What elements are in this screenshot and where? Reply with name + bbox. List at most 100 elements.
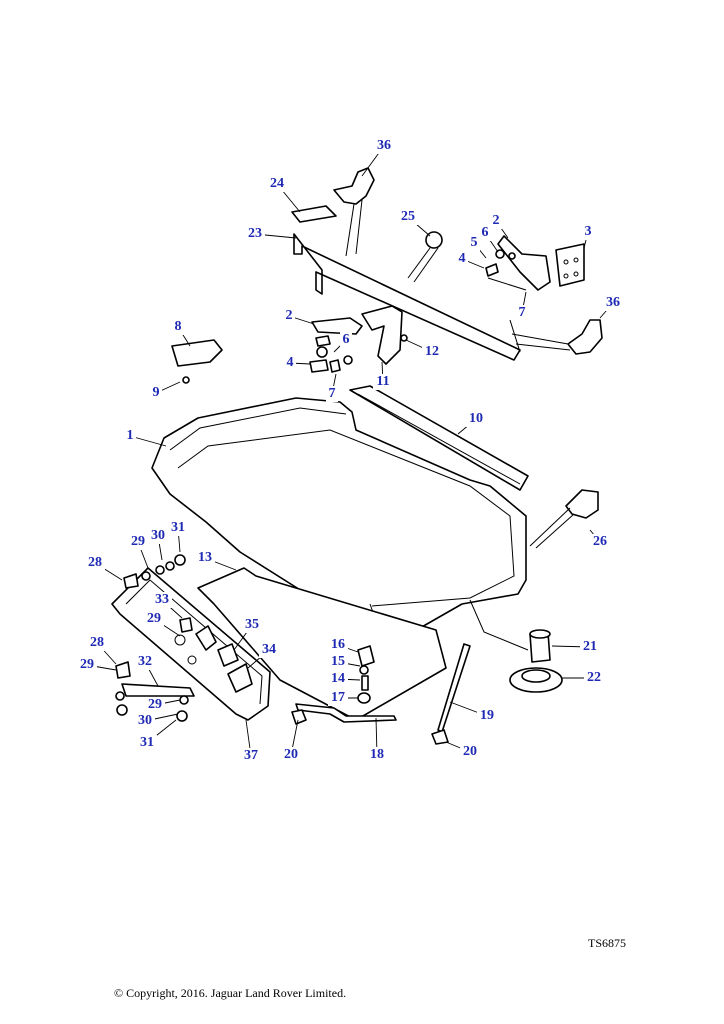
- label-background: [603, 295, 623, 311]
- part-number-label: 29: [80, 657, 94, 672]
- label-background: [150, 385, 162, 401]
- label-background: [259, 642, 279, 658]
- part-number-label: 35: [245, 617, 259, 632]
- part-number-label: 12: [425, 344, 439, 359]
- part-number-label: 5: [471, 235, 478, 250]
- label-background: [590, 534, 610, 550]
- part-number-label: 29: [147, 611, 161, 626]
- trim-panel: [197, 567, 447, 721]
- label-background: [479, 225, 491, 241]
- part-number-label: 30: [151, 528, 165, 543]
- part-number-label: 4: [459, 251, 466, 266]
- part-number-label: 13: [198, 550, 212, 565]
- part-number-label: 29: [148, 697, 162, 712]
- latch-assembly: [291, 645, 397, 725]
- label-background: [466, 411, 486, 427]
- part-number-label: 37: [244, 748, 258, 763]
- label-background: [582, 224, 594, 240]
- part-number-label: 15: [331, 654, 345, 669]
- label-background: [340, 332, 352, 348]
- label-background: [245, 226, 265, 242]
- label-background: [172, 319, 184, 335]
- copyright-text: © Copyright, 2016. Jaguar Land Rover Lim…: [114, 986, 347, 1000]
- label-background: [373, 374, 393, 390]
- hinge-bracket-top: [333, 167, 375, 205]
- reference-code: TS6875: [588, 936, 627, 950]
- label-background: [328, 654, 348, 670]
- part-number-label: 11: [376, 374, 389, 389]
- part-number-label: 24: [270, 176, 284, 191]
- hinge-plate-right: [555, 243, 585, 287]
- hinge-centre: [311, 317, 363, 335]
- part-number-label: 28: [90, 635, 104, 650]
- label-background: [77, 657, 97, 673]
- label-background: [326, 386, 338, 402]
- part-number-label: 2: [286, 308, 293, 323]
- hinge-right: [497, 235, 551, 291]
- part-number-label: 33: [155, 592, 169, 607]
- part-number-label: 20: [284, 747, 298, 762]
- label-background: [460, 744, 480, 760]
- part-number-label: 7: [519, 305, 526, 320]
- part-number-label: 1: [127, 428, 134, 443]
- part-number-label: 20: [463, 744, 477, 759]
- label-background: [281, 747, 301, 763]
- label-background: [152, 592, 172, 608]
- label-background: [516, 305, 528, 321]
- part-number-label: 23: [248, 226, 262, 241]
- label-background: [468, 235, 480, 251]
- label-background: [241, 748, 261, 764]
- part-number-label: 17: [331, 690, 345, 705]
- label-background: [328, 671, 348, 687]
- part-number-label: 19: [480, 708, 494, 723]
- label-background: [283, 308, 295, 324]
- hinge-bracket-right: [567, 319, 603, 355]
- part-number-label: 22: [587, 670, 601, 685]
- bracket-plate: [291, 205, 337, 223]
- part-number-label: 25: [401, 209, 415, 224]
- part-number-label: 28: [88, 555, 102, 570]
- part-number-label: 10: [469, 411, 483, 426]
- left-fasteners: [115, 554, 195, 722]
- label-background: [374, 138, 394, 154]
- hinge-link: [361, 305, 403, 365]
- label-background: [145, 697, 165, 713]
- label-background: [128, 534, 148, 550]
- part-number-label: 36: [377, 138, 391, 153]
- part-number-label: 18: [370, 747, 384, 762]
- part-number-label: 14: [331, 671, 345, 686]
- label-background: [284, 355, 296, 371]
- part-number-label: 34: [262, 642, 276, 657]
- label-background: [456, 251, 468, 267]
- part-number-label: 31: [140, 735, 154, 750]
- label-background: [422, 344, 442, 360]
- torsion-rod: [293, 233, 521, 361]
- label-background: [148, 528, 168, 544]
- label-background: [328, 637, 348, 653]
- hinge-assembly: [291, 167, 603, 373]
- part-number-label: 30: [138, 713, 152, 728]
- label-background: [135, 713, 155, 729]
- link-bar: [121, 683, 195, 697]
- label-background: [195, 550, 215, 566]
- label-background: [242, 617, 262, 633]
- label-background: [144, 611, 164, 627]
- part-number-label: 3: [585, 224, 592, 239]
- label-background: [398, 209, 418, 225]
- bolt-left: [309, 359, 329, 373]
- label-background: [490, 213, 502, 229]
- label-background: [367, 747, 387, 763]
- part-number-label: 2: [493, 213, 500, 228]
- label-background: [135, 654, 155, 670]
- label-background: [168, 520, 188, 536]
- label-background: [477, 708, 497, 724]
- part-number-label: 9: [153, 385, 160, 400]
- label-background: [87, 635, 107, 651]
- label-background: [328, 690, 348, 706]
- label-background: [137, 735, 157, 751]
- part-number-label: 4: [287, 355, 294, 370]
- part-number-label: 26: [593, 534, 607, 549]
- right-side-parts: [431, 599, 563, 745]
- part-number-label: 21: [583, 639, 597, 654]
